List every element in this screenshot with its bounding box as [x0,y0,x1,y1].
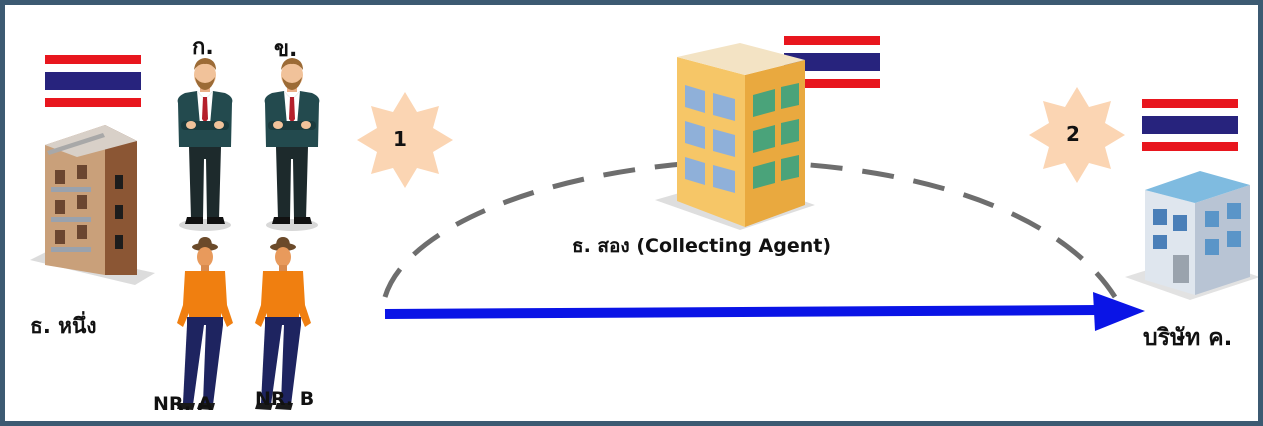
step-number-2: 2 [1066,122,1080,146]
businessman-icon [177,58,233,231]
diagram-canvas [30,36,1258,410]
bank-one-label: ธ. หนึ่ง [30,314,97,338]
thai-flag-icon [45,55,141,107]
man-with-hat-icon [177,237,233,410]
brown-building-icon [30,125,155,285]
businessman-icon [264,58,320,231]
dashed-arc [382,159,1118,299]
resident-label-k: ก. [192,35,214,60]
bank-two-label: ธ. สอง (Collecting Agent) [572,235,832,257]
resident-label-kh: ข. [274,37,298,62]
step-number-1: 1 [393,127,407,151]
non-resident-label-b: NR. B [255,388,315,410]
non-resident-label-a: NR. A [153,393,213,415]
man-with-hat-icon [255,237,311,410]
thai-flag-icon [1142,99,1238,151]
yellow-building-icon [655,43,815,230]
arrow-head-icon [1093,292,1145,331]
blue-building-icon [1125,171,1258,300]
payment-arrow [384,305,1101,319]
company-c-label: บริษัท ค. [1143,325,1233,351]
